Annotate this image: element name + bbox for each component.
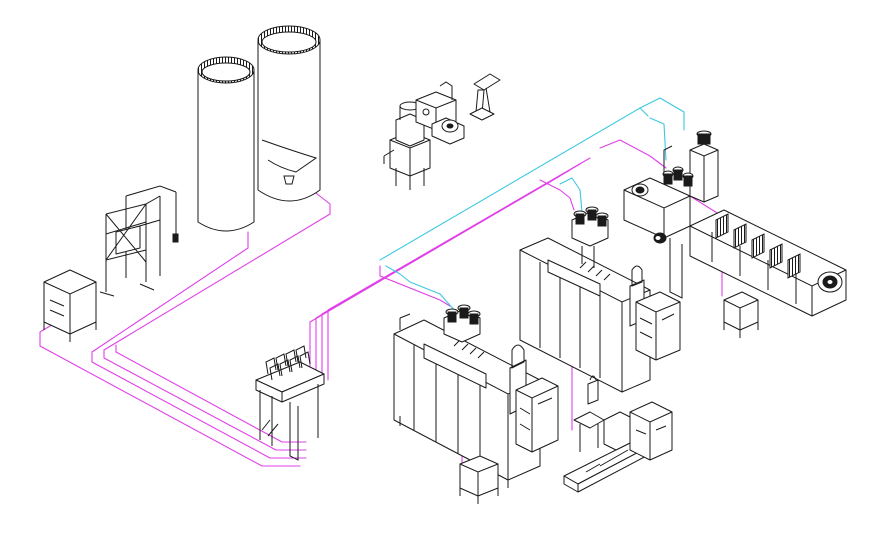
injection-machine-middle bbox=[519, 206, 681, 393]
extrusion-line-right bbox=[623, 130, 847, 317]
loader-cluster-extruder bbox=[662, 166, 694, 187]
silos bbox=[197, 25, 321, 232]
drying-hopper-front bbox=[459, 455, 499, 504]
silo-left bbox=[197, 56, 255, 232]
injection-machine-front bbox=[393, 304, 559, 488]
silo-pipe-1 bbox=[91, 231, 307, 459]
manifold-station bbox=[255, 345, 325, 461]
bag-unloading-station bbox=[99, 185, 179, 297]
air-return-line bbox=[379, 97, 685, 313]
feed-middle-machine bbox=[539, 179, 575, 211]
loader-cluster-front bbox=[399, 304, 481, 343]
riser-4 bbox=[327, 157, 591, 381]
control-panel bbox=[469, 73, 501, 121]
feed-extruder bbox=[599, 139, 667, 169]
blower-unit bbox=[431, 81, 465, 145]
loader-cluster-middle bbox=[571, 206, 609, 268]
silo-pipe-2 bbox=[103, 189, 331, 451]
feed-front-machine bbox=[379, 265, 451, 307]
feed-hopper-right-b bbox=[689, 195, 723, 217]
drying-hopper-right bbox=[723, 291, 759, 338]
drying-hopper-left bbox=[43, 269, 97, 342]
silo-pipe-3 bbox=[115, 344, 307, 443]
dryer-pipe bbox=[39, 319, 301, 467]
vacuum-loader-station bbox=[383, 101, 431, 190]
silo-right bbox=[257, 25, 321, 202]
barrel-heaters bbox=[715, 213, 801, 279]
granulator-conveyor bbox=[563, 375, 673, 493]
